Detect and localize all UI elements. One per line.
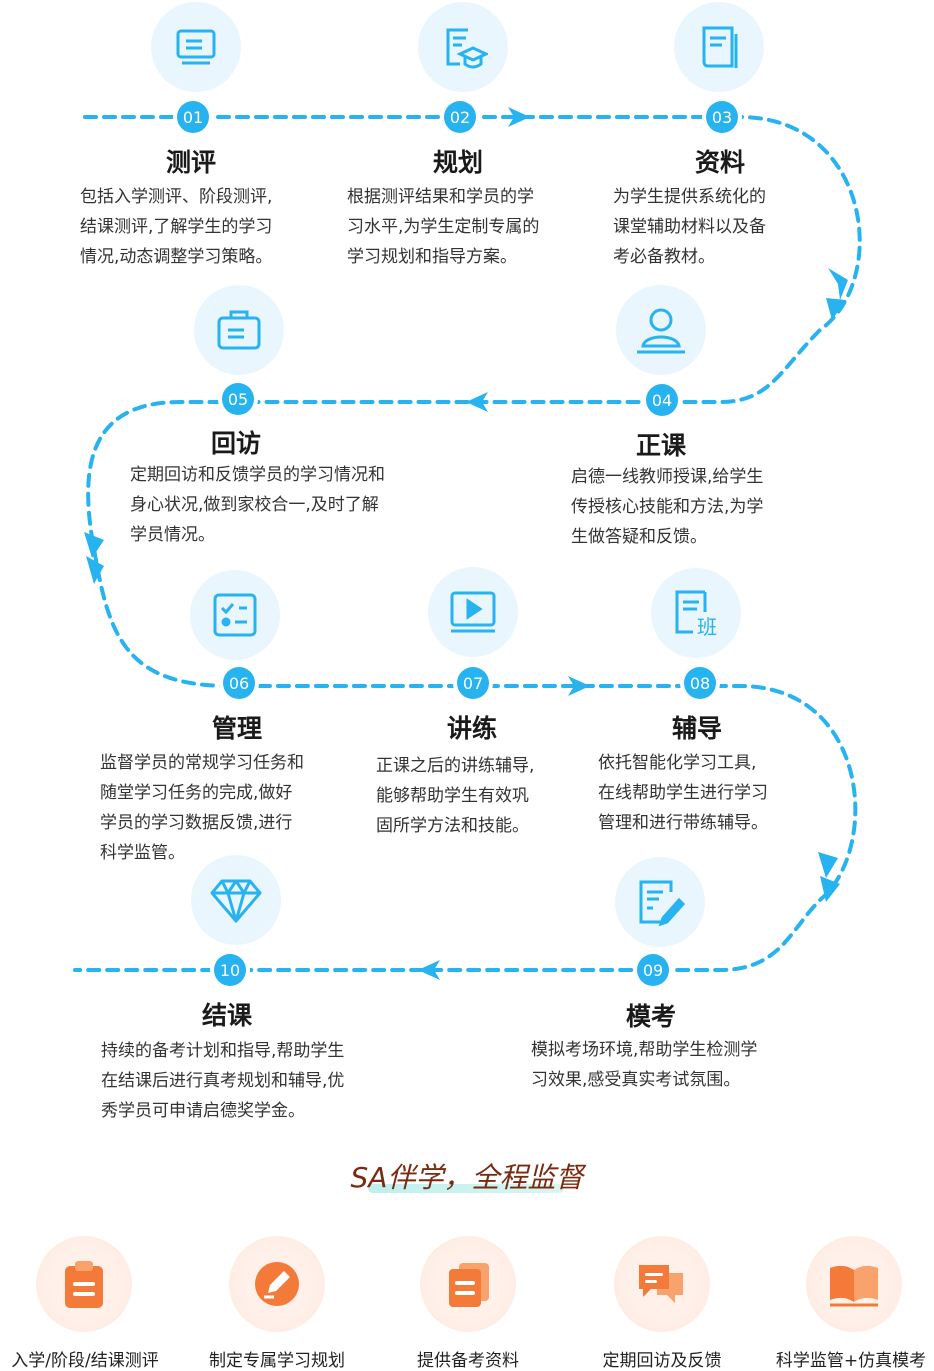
- step-03-icon-circle: [674, 2, 764, 92]
- step-04-desc: 启德一线教师授课,给学生传授核心技能和方法,为学生做答疑和反馈。: [571, 467, 764, 547]
- feature-3-label: 提供备考资料: [417, 1351, 519, 1371]
- feature-2-circle: [229, 1236, 325, 1332]
- feature-1-label: 入学/阶段/结课测评: [11, 1351, 159, 1371]
- step-03-badge: 03: [706, 101, 738, 133]
- open-book-icon: [830, 1265, 878, 1307]
- step-01-badge: 01: [177, 101, 209, 133]
- chat-icon: [639, 1265, 683, 1303]
- briefcase-icon: [217, 310, 261, 350]
- feature-1-circle: [36, 1236, 132, 1332]
- step-05-badge: 05: [222, 383, 254, 415]
- step-04-icon-circle: [616, 285, 706, 375]
- video-play-icon: [450, 591, 496, 633]
- step-02-desc: 根据测评结果和学员的学习水平,为学生定制专属的学习规划和指导方案。: [347, 187, 540, 267]
- step-06-icon-circle: [190, 570, 280, 660]
- step-05-icon-circle: [194, 285, 284, 375]
- class-doc-icon: 班: [675, 590, 717, 639]
- book-icon: [702, 26, 738, 68]
- step-04-title: 正课: [636, 431, 687, 460]
- step-02-title: 规划: [433, 148, 484, 177]
- step-01-icon-circle: [151, 2, 241, 92]
- step-01-desc: 包括入学测评、阶段测评,结课测评,了解学生的学习情况,动态调整学习策略。: [80, 187, 273, 267]
- feature-2-label: 制定专属学习规划: [209, 1351, 345, 1371]
- monitor-icon: [176, 29, 216, 65]
- exam-edit-icon: [639, 880, 686, 927]
- step-07-desc: 正课之后的讲练辅导,能够帮助学生有效巩固所学方法和技能。: [376, 756, 535, 836]
- step-08-title: 辅导: [672, 714, 723, 743]
- step-03-desc: 为学生提供系统化的课堂辅助材料以及备考必备教材。: [613, 187, 766, 267]
- step-05-title: 回访: [211, 429, 262, 458]
- step-02-badge: 02: [444, 101, 476, 133]
- step-02-icon-circle: [418, 2, 508, 92]
- feature-4-label: 定期回访及反馈: [602, 1351, 722, 1371]
- documents-icon: [449, 1263, 489, 1307]
- step-09-badge: 09: [637, 954, 669, 986]
- slogan-title: SA伴学，全程监督: [350, 1161, 584, 1194]
- step-08-desc: 依托智能化学习工具,在线帮助学生进行学习管理和进行带练辅导。: [598, 753, 768, 833]
- step-01-title: 测评: [166, 148, 217, 177]
- svg-text:班: 班: [697, 615, 717, 639]
- step-03-title: 资料: [695, 148, 746, 177]
- clipboard-icon: [65, 1261, 103, 1308]
- step-08-icon-circle: 班: [651, 568, 741, 658]
- diamond-icon: [210, 879, 262, 923]
- step-10-desc: 持续的备考计划和指导,帮助学生在结课后进行真考规划和辅导,优秀学员可申请启德奖学…: [101, 1041, 345, 1121]
- step-08-badge: 08: [684, 667, 716, 699]
- step-10-icon-circle: [191, 855, 281, 945]
- teacher-icon: [637, 308, 685, 354]
- feature-5-label: 科学监管+仿真模考: [775, 1351, 927, 1371]
- pen-icon: [255, 1262, 299, 1306]
- step-09-title: 模考: [626, 1002, 677, 1031]
- step-10-badge: 10: [214, 954, 246, 986]
- feature-3-circle: [420, 1236, 516, 1332]
- step-10-title: 结课: [202, 1001, 253, 1030]
- slogan-underline: [368, 1184, 564, 1193]
- feature-5-circle: [806, 1236, 902, 1332]
- step-07-badge: 07: [457, 667, 489, 699]
- step-05-desc: 定期回访和反馈学员的学习情况和身心状况,做到家校合一,及时了解学员情况。: [130, 465, 385, 545]
- step-09-desc: 模拟考场环境,帮助学生检测学习效果,感受真实考试氛围。: [531, 1040, 758, 1090]
- feature-4-circle: [614, 1236, 710, 1332]
- graduation-doc-icon: [446, 28, 488, 69]
- step-06-title: 管理: [212, 714, 263, 743]
- step-09-icon-circle: [615, 857, 705, 947]
- step-06-badge: 06: [223, 667, 255, 699]
- step-04-badge: 04: [646, 384, 678, 416]
- step-07-title: 讲练: [447, 714, 498, 743]
- step-06-desc: 监督学员的常规学习任务和随堂学习任务的完成,做好学员的学习数据反馈,进行科学监管…: [100, 753, 304, 863]
- step-07-icon-circle: [428, 567, 518, 657]
- checklist-icon: [213, 593, 257, 637]
